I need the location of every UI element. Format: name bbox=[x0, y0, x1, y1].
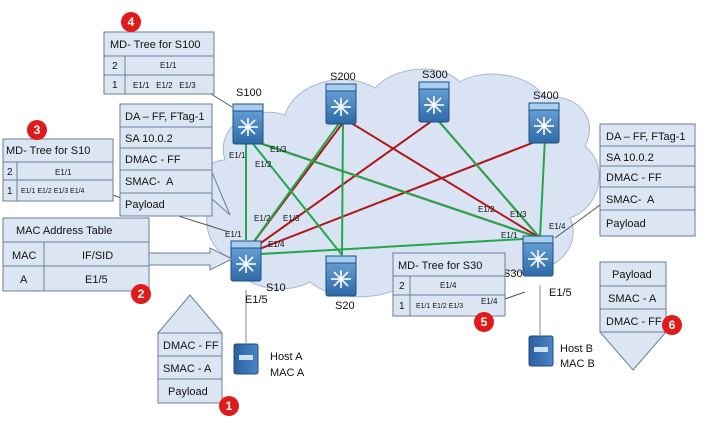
svg-text:6: 6 bbox=[669, 318, 676, 332]
host-a-mac: MAC A bbox=[270, 367, 305, 379]
md-tree-s10-row2-key: 2 bbox=[7, 167, 13, 178]
step-badge-5: 5 bbox=[474, 312, 494, 332]
port-s10-e1-3: E1/3 bbox=[283, 214, 300, 223]
md-tree-s100-row1-val: E1/1 E1/2 E1/3 bbox=[133, 81, 196, 90]
md-tree-s10-row1-key: 1 bbox=[7, 186, 13, 197]
frame-s100-da: DA – FF, FTag-1 bbox=[125, 111, 204, 123]
switch-label-s300: S300 bbox=[422, 69, 448, 81]
mac-table-header-if: IF/SID bbox=[82, 250, 113, 262]
mac-table-row-mac: A bbox=[20, 274, 28, 286]
mac-table-row-if: E1/5 bbox=[85, 274, 108, 286]
step-badge-4: 4 bbox=[121, 12, 141, 32]
frame-s100-dmac: DMAC - FF bbox=[125, 154, 181, 166]
port-s10-e1-1: E1/1 bbox=[225, 230, 242, 239]
svg-text:5: 5 bbox=[481, 315, 488, 329]
md-tree-s10-title: MD- Tree for S10 bbox=[6, 145, 90, 157]
frame-host-a-payload: Payload bbox=[168, 386, 208, 398]
switch-s20-icon[interactable] bbox=[325, 255, 357, 297]
md-tree-s30-row2-val: E1/4 bbox=[440, 281, 457, 290]
frame-s30-box: DA – FF, FTag-1 SA 10.0.2 DMAC - FF SMAC… bbox=[554, 123, 696, 239]
host-b-name: Host B bbox=[560, 343, 593, 355]
frame-s100-sa: SA 10.0.2 bbox=[125, 133, 173, 145]
switch-s200-icon[interactable] bbox=[325, 83, 357, 125]
frame-host-b-dmac: DMAC - FF bbox=[606, 316, 662, 328]
port-s30-e1-3: E1/3 bbox=[510, 210, 527, 219]
host-a-name: Host A bbox=[270, 351, 303, 363]
mac-table-title: MAC Address Table bbox=[16, 225, 112, 237]
frame-s100-smac: SMAC- A bbox=[125, 176, 174, 188]
md-tree-s30-row1-key: 1 bbox=[399, 301, 405, 312]
frame-host-a-smac: SMAC - A bbox=[163, 363, 212, 375]
frame-s100-box: DA – FF, FTag-1 SA 10.0.2 DMAC - FF SMAC… bbox=[119, 103, 231, 217]
switch-s10-icon[interactable] bbox=[230, 240, 262, 282]
frame-s100-payload: Payload bbox=[125, 199, 165, 211]
port-s30-e1-5: E1/5 bbox=[549, 287, 572, 299]
frame-host-a-dmac: DMAC - FF bbox=[163, 340, 219, 352]
frame-host-b: Payload SMAC - A DMAC - FF bbox=[598, 261, 668, 371]
md-tree-s100-box: MD- Tree for S100 2 E1/1 1 E1/1 E1/2 E1/… bbox=[103, 31, 233, 108]
md-tree-s30-box: MD- Tree for S30 2 E1/4 1 E1/1 E1/2 E1/3 bbox=[392, 252, 526, 317]
md-tree-s100-title: MD- Tree for S100 bbox=[110, 39, 200, 51]
frame-s30-sa: SA 10.0.2 bbox=[606, 152, 654, 164]
md-tree-s30-row1-val: E1/1 E1/2 E1/3 bbox=[416, 303, 463, 310]
switch-label-s30: S30 bbox=[503, 268, 523, 280]
frame-host-b-payload: Payload bbox=[612, 269, 652, 281]
port-s10-e1-2: E1/2 bbox=[254, 214, 271, 223]
port-s100-e1-1: E1/1 bbox=[229, 151, 246, 160]
green-links bbox=[243, 117, 546, 256]
switch-label-s20: S20 bbox=[335, 300, 355, 312]
switch-label-s400: S400 bbox=[533, 90, 559, 102]
step-badge-3: 3 bbox=[27, 120, 47, 140]
frame-host-b-smac: SMAC - A bbox=[608, 293, 657, 305]
switch-s400-icon[interactable] bbox=[528, 102, 560, 144]
step-badge-2: 2 bbox=[131, 284, 151, 304]
port-s10-e1-4: E1/4 bbox=[268, 240, 285, 249]
md-tree-s30-row2-key: 2 bbox=[399, 281, 405, 292]
switch-label-s200: S200 bbox=[330, 71, 356, 83]
switches bbox=[230, 81, 560, 297]
switch-label-s10: S10 bbox=[266, 282, 286, 294]
frame-host-a: DMAC - FF SMAC - A Payload bbox=[156, 294, 224, 404]
step-badge-1: 1 bbox=[219, 396, 239, 416]
port-s30-e1-1: E1/1 bbox=[501, 231, 518, 240]
md-tree-s100-row2-key: 2 bbox=[112, 61, 118, 72]
switch-s30-icon[interactable] bbox=[522, 235, 554, 277]
md-tree-s100-row2-val: E1/1 bbox=[160, 61, 177, 70]
frame-s30-payload: Payload bbox=[606, 218, 646, 230]
port-s30-e1-4-note: E1/4 bbox=[481, 297, 498, 306]
port-s10-e1-5: E1/5 bbox=[245, 294, 268, 306]
svg-text:3: 3 bbox=[34, 123, 41, 137]
switch-s300-icon[interactable] bbox=[418, 81, 450, 123]
frame-s30-dmac: DMAC - FF bbox=[606, 172, 662, 184]
step-badges: 1 2 3 4 5 6 bbox=[27, 12, 682, 416]
port-s30-e1-4: E1/4 bbox=[549, 222, 566, 231]
md-tree-s10-row1-val: E1/1 E1/2 E1/3 E1/4 bbox=[21, 188, 85, 195]
md-tree-s10-box: MD- Tree for S10 2 E1/1 1 E1/1 E1/2 E1/3… bbox=[2, 138, 230, 233]
svg-text:2: 2 bbox=[138, 287, 145, 301]
switch-label-s100: S100 bbox=[236, 87, 262, 99]
port-s30-e1-2: E1/2 bbox=[478, 205, 495, 214]
mac-table-header-mac: MAC bbox=[12, 250, 37, 262]
md-tree-s30-title: MD- Tree for S30 bbox=[398, 260, 482, 272]
port-s100-e1-3: E1/3 bbox=[270, 145, 287, 154]
host-b-mac: MAC B bbox=[560, 358, 595, 370]
svg-text:4: 4 bbox=[128, 15, 135, 29]
md-tree-s10-row2-val: E1/1 bbox=[55, 168, 72, 177]
host-a-icon[interactable] bbox=[233, 343, 259, 375]
port-s100-e1-2: E1/2 bbox=[255, 160, 272, 169]
svg-text:1: 1 bbox=[226, 399, 233, 413]
host-b-icon[interactable] bbox=[528, 335, 554, 367]
frame-s30-smac: SMAC- A bbox=[606, 194, 655, 206]
md-tree-s100-row1-key: 1 bbox=[112, 80, 118, 91]
frame-s30-da: DA – FF, FTag-1 bbox=[606, 131, 685, 143]
mac-address-table: MAC Address Table MAC IF/SID A E1/5 bbox=[2, 217, 234, 292]
switch-s100-icon[interactable] bbox=[232, 103, 264, 145]
step-badge-6: 6 bbox=[662, 315, 682, 335]
